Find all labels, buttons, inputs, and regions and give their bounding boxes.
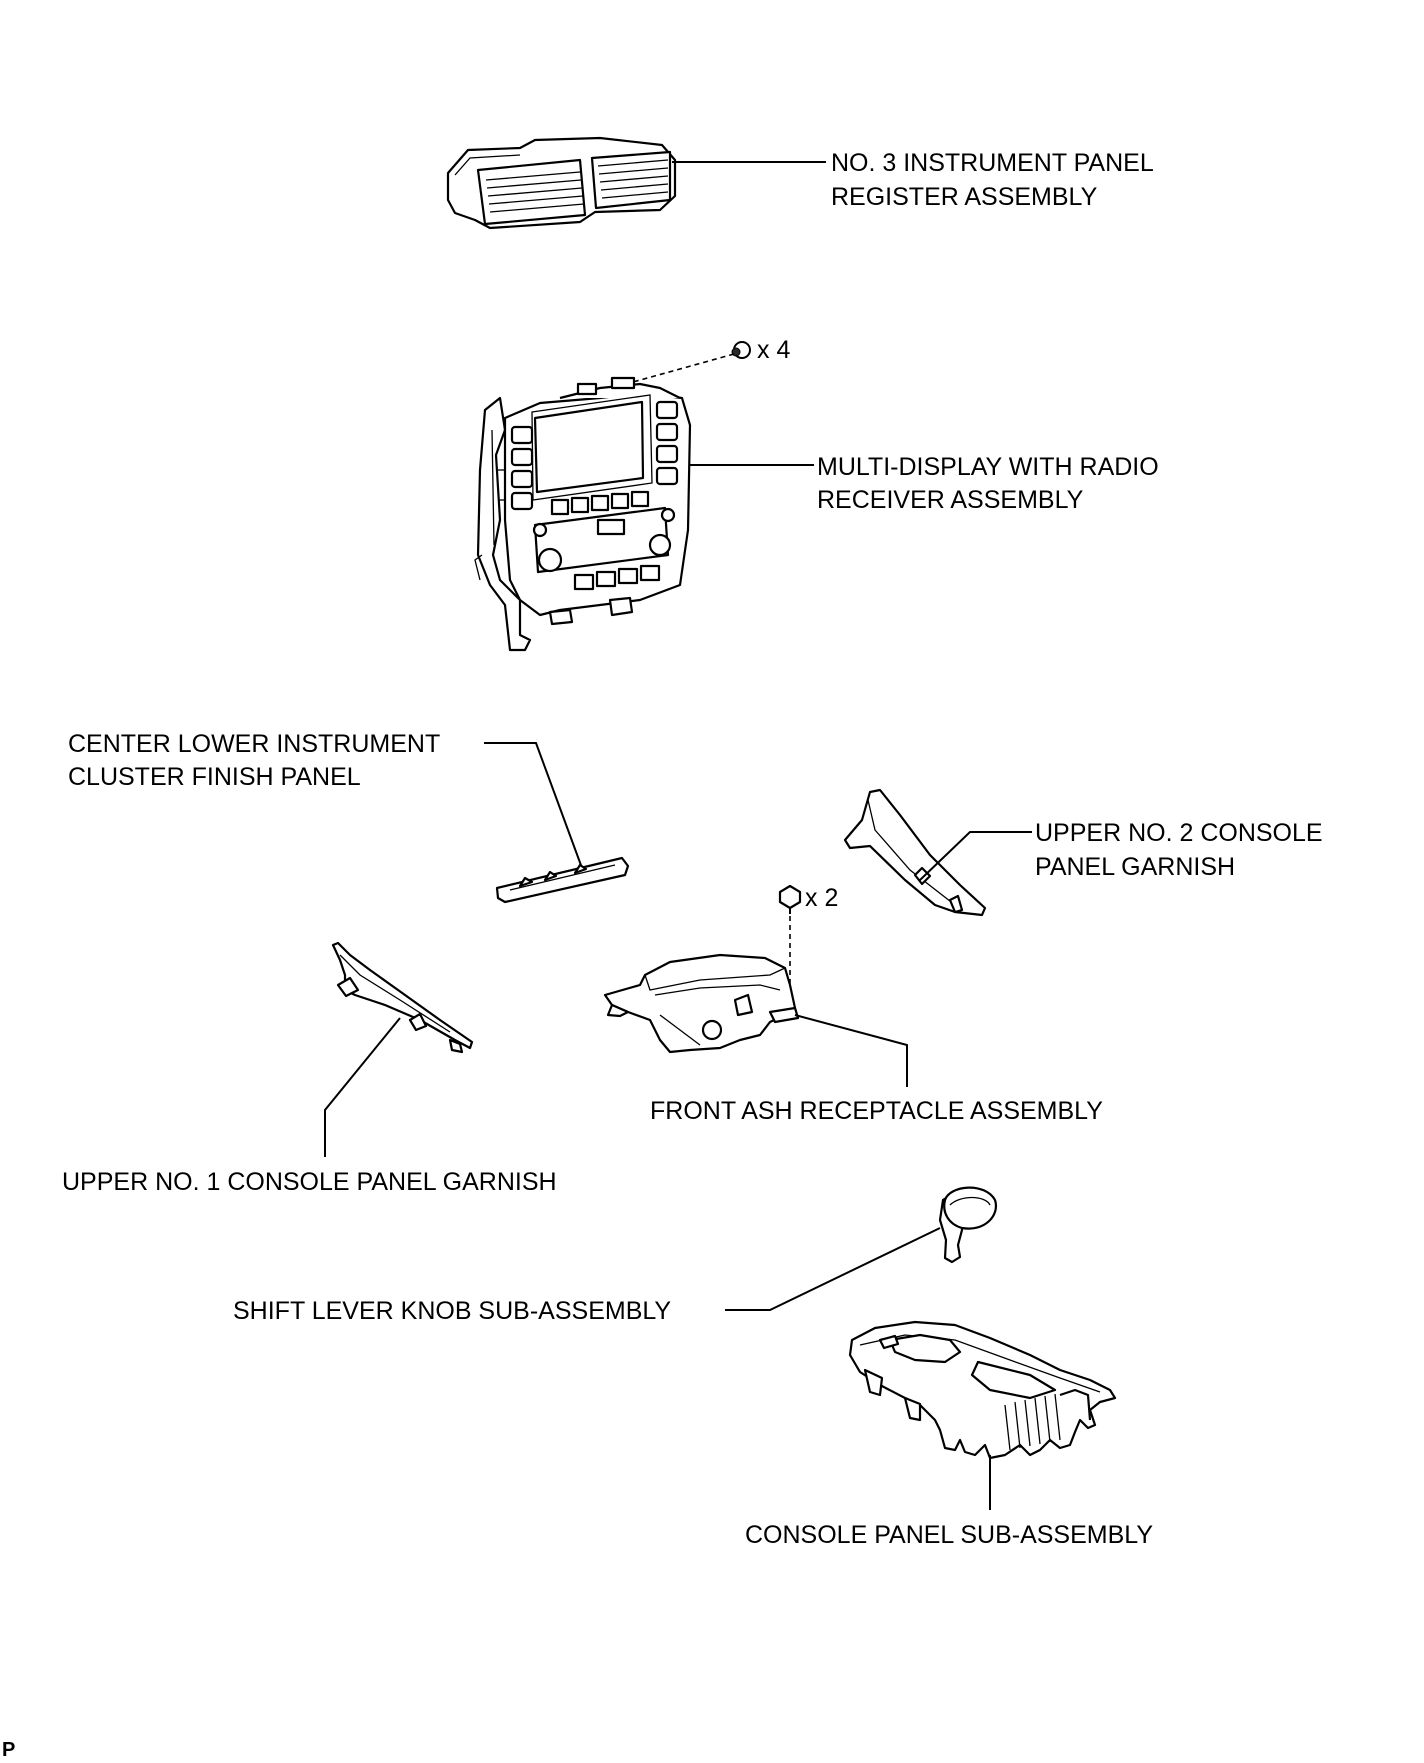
finish-panel-label-line1: CENTER LOWER INSTRUMENT (68, 730, 440, 758)
screw-icon (731, 341, 751, 359)
radio-label-line2: RECEIVER ASSEMBLY (817, 486, 1084, 514)
bolt-qty-label: x 2 (805, 884, 838, 912)
garnish-no1-label: UPPER NO. 1 CONSOLE PANEL GARNISH (62, 1168, 557, 1196)
console-label: CONSOLE PANEL SUB-ASSEMBLY (745, 1521, 1153, 1549)
register-label-line1: NO. 3 INSTRUMENT PANEL (831, 149, 1154, 177)
garnish-no2-label-line1: UPPER NO. 2 CONSOLE (1035, 819, 1323, 847)
garnish-no2-label-line2: PANEL GARNISH (1035, 853, 1235, 881)
knob-label: SHIFT LEVER KNOB SUB-ASSEMBLY (233, 1297, 671, 1325)
bolt-icon (778, 884, 802, 914)
finish-panel-leader (484, 742, 583, 869)
radio-label-line1: MULTI-DISPLAY WITH RADIO (817, 453, 1159, 481)
finish-panel-part (495, 856, 630, 904)
corner-code: P (2, 1739, 15, 1761)
console-panel-part (848, 1320, 1117, 1460)
shift-knob-part (938, 1186, 998, 1264)
ash-receptacle-part (603, 953, 800, 1054)
screw-qty-label: x 4 (757, 336, 790, 364)
register-label-line2: REGISTER ASSEMBLY (831, 183, 1098, 211)
garnish-no2-part (843, 788, 987, 917)
register-assembly-part (446, 136, 677, 230)
garnish-no1-part (331, 941, 474, 1054)
ash-label: FRONT ASH RECEPTACLE ASSEMBLY (650, 1097, 1103, 1125)
ash-leader (794, 1014, 908, 1087)
garnish-no1-leader (324, 1017, 401, 1157)
multi-display-radio-part (474, 376, 692, 652)
garnish-no2-leader (919, 831, 1032, 881)
knob-leader (725, 1227, 941, 1311)
finish-panel-label-line2: CLUSTER FINISH PANEL (68, 763, 361, 791)
